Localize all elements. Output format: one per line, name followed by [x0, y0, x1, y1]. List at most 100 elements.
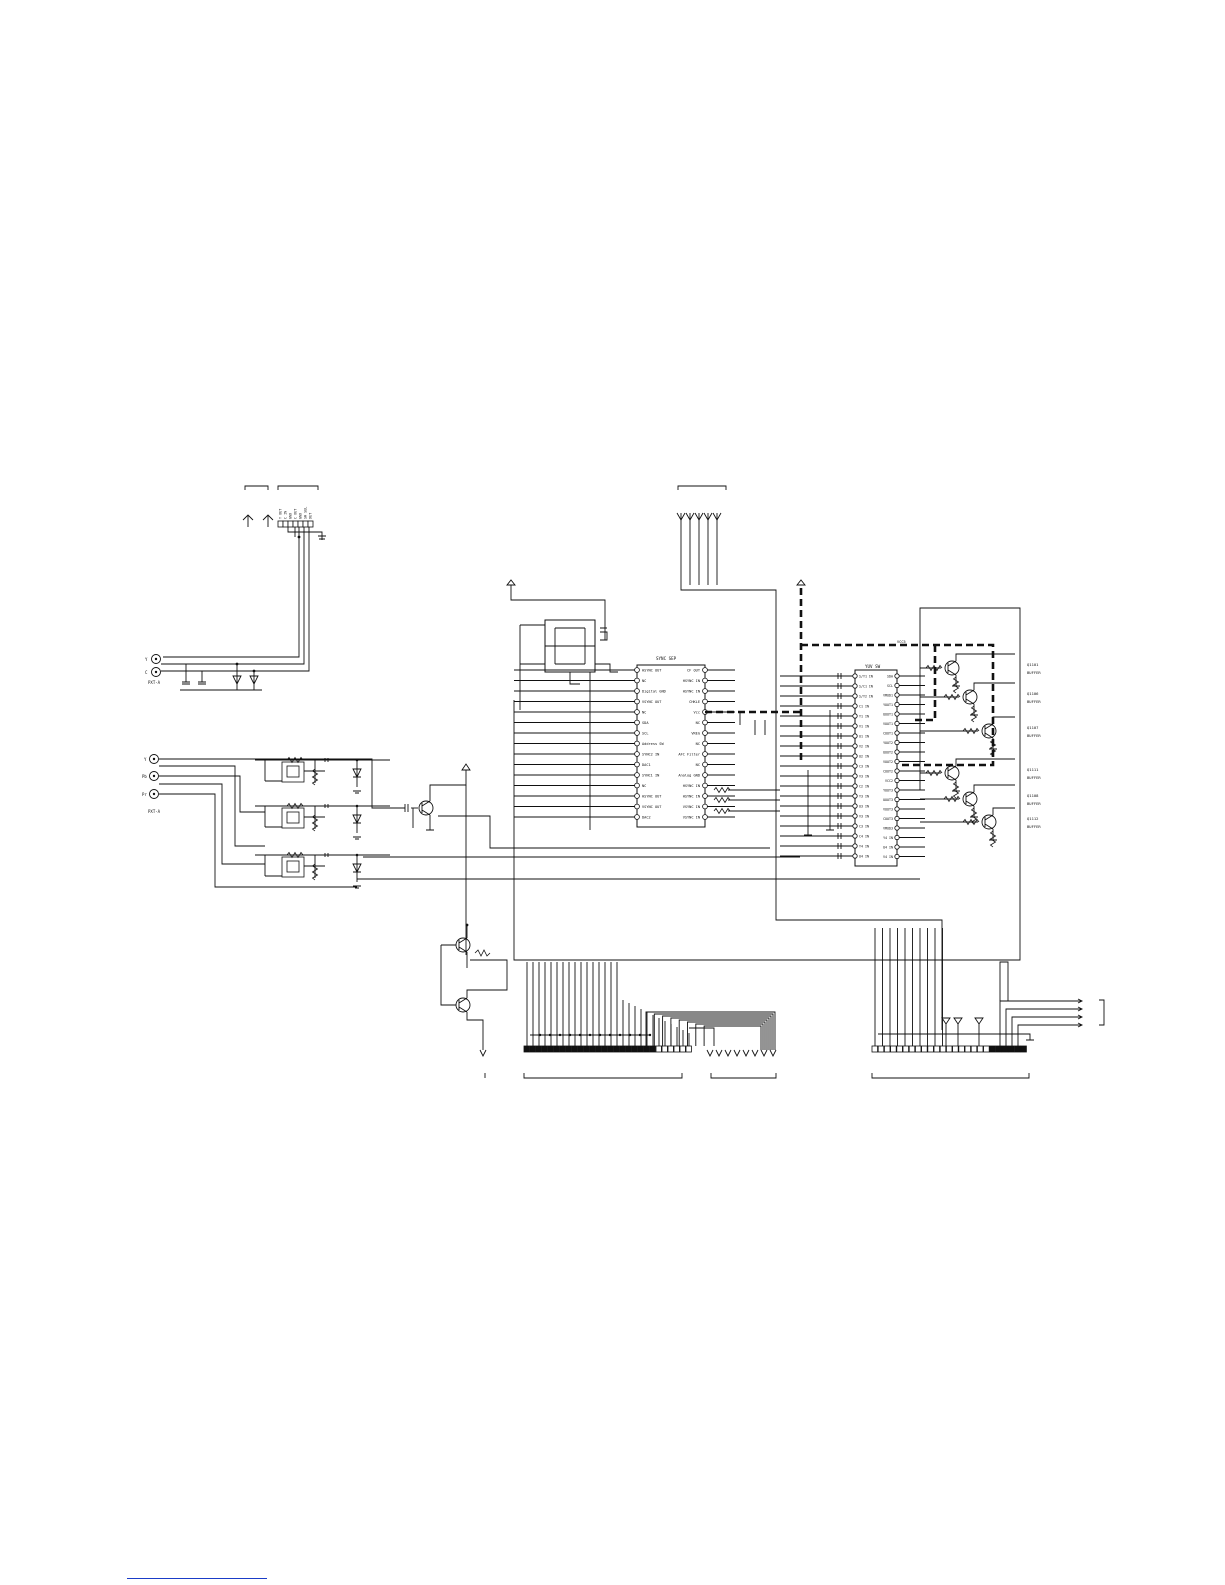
sync-ic-pin-left: HSYNC OUT	[642, 669, 662, 673]
sync-ic-pin-left: DAC1	[642, 763, 651, 767]
yuv-ic-pin-left: U4 IN	[859, 854, 869, 858]
yuv-ic-pin-right: UOUT2	[883, 750, 893, 754]
vcc5-rail: VCC5	[705, 579, 995, 767]
bottom-brackets	[484, 999, 1105, 1079]
sync-ic-pin-right: VREG	[691, 732, 700, 736]
yuv-ic-pin-right: Y4 IN	[883, 836, 893, 840]
buffer-text-label: BUFFER	[1027, 775, 1041, 780]
yuv-ic-pin-left: C3 IN	[859, 764, 869, 768]
bottom-connector-a	[523, 962, 777, 1058]
sync-clamp-stage	[357, 763, 920, 955]
sync-ic-pin-right: HSYNC IN	[683, 679, 700, 683]
yuv-ic-pin-left: S/Y1 IN	[859, 674, 873, 678]
sync-ic-pin-right: CF OUT	[687, 669, 701, 673]
footer-underline[interactable]	[127, 1578, 267, 1579]
sync-ic-pin-right: Analog GND	[678, 774, 700, 778]
connector-left-label: DET	[309, 513, 313, 519]
sync-separator-ic: SYNC SEP HSYNC OUT NC Digital GND VSYNC OUT…	[514, 656, 780, 828]
buffer-ref-label: Q1106	[1027, 691, 1039, 696]
sync-ic-pin-right: HSYNC IN	[683, 690, 700, 694]
sync-ic-pin-right: HSYNC IN	[683, 795, 700, 799]
component-jack-label: PXT-A	[148, 809, 161, 814]
lower-buffer-transistors	[440, 923, 508, 1058]
connector-left-label: C IN	[284, 511, 288, 519]
buffer-ref-label: Q1111	[1027, 767, 1039, 772]
sync-ic-pin-left: Address SW	[642, 742, 664, 746]
yuv-ic-pin-right: YOUT1	[883, 703, 893, 707]
yuv-ic-pin-left: Y3 IN	[859, 794, 869, 798]
buffer-text-label: BUFFER	[1027, 733, 1041, 738]
yuv-ic-pin-left: C4 IN	[859, 834, 869, 838]
component-jack: Y Pb Pr PXT-A	[142, 754, 405, 888]
yuv-ic-pin-left: V3 IN	[859, 814, 869, 818]
yuv-ic-pin-left: V3 IN	[859, 774, 869, 778]
vcc5-label: VCC5	[897, 640, 906, 644]
sync-ic-pin-right: AFC Filter	[678, 753, 700, 757]
sync-ic-pin-right: NC	[696, 721, 700, 725]
yuv-ic-pin-right: YOUT3	[883, 788, 893, 792]
yuv-ic-pin-right: UOUT3	[883, 798, 893, 802]
yuv-ic-pin-right: VOUT2	[883, 760, 893, 764]
buffer-ref-label: Q1108	[1027, 793, 1039, 798]
sync-ic-pin-left: SYNC1 IN	[642, 774, 659, 778]
sync-ic-pin-left: VSYNC OUT	[642, 700, 662, 704]
yuv-ic-pin-right: SDA	[887, 674, 893, 678]
sync-ic-pin-left: HSYNC OUT	[642, 795, 662, 799]
sync-ic-pin-left: NC	[642, 711, 646, 715]
yuv-ic-pin-right: VMOD3	[883, 826, 893, 830]
svideo-jack-label: PXT-A	[148, 680, 161, 685]
sync-ic-pin-right: CHKLE	[689, 700, 700, 704]
buffer-text-label: BUFFER	[1027, 824, 1041, 829]
sync-ic-pin-left: SCL	[642, 732, 649, 736]
connector-left-label: GND	[299, 513, 303, 519]
yuv-ic-pin-right: COUT2	[883, 769, 893, 773]
yuv-ic-pin-left: V2 IN	[859, 744, 869, 748]
yuv-ic-pin-left: V1 IN	[859, 724, 869, 728]
sync-ic-pin-right: NC	[696, 742, 700, 746]
yuv-ic-pin-left: C3 IN	[859, 824, 869, 828]
yuv-ic-pin-right: VCC2	[885, 779, 893, 783]
sync-ic-pin-left: SDA	[642, 721, 649, 725]
input-filter-stages	[255, 756, 390, 889]
yuv-ic-pin-left: Y1 IN	[859, 714, 869, 718]
yuv-ic-pin-right: V4 IN	[883, 855, 893, 859]
component-pin-y: Y	[144, 757, 147, 762]
connector-left-label: GND	[289, 513, 293, 519]
yuv-ic-pin-left: U3 IN	[859, 804, 869, 808]
connector-left-label: Y OUT	[279, 509, 283, 519]
yuv-ic-pin-right: YOUT2	[883, 741, 893, 745]
connector-left-label: SW SEL	[304, 507, 308, 519]
component-pin-pr: Pr	[142, 792, 147, 797]
sync-ic-pin-left: NC	[642, 679, 646, 683]
buffer-text-label: BUFFER	[1027, 801, 1041, 806]
yuv-ic-pin-left: U2 IN	[859, 754, 869, 758]
yuv-ic-pin-right: VOUT1	[883, 722, 893, 726]
svideo-jack: Y C PXT-A	[145, 654, 265, 691]
bottom-connector-b	[871, 928, 1084, 1053]
sync-ic-pin-left: Digital GND	[642, 690, 666, 694]
sync-ic-pin-right: NC	[696, 763, 700, 767]
output-buffers: Q1101BUFFERQ1106BUFFERQ1107BUFFERQ1111BU…	[920, 653, 1041, 848]
sync-ic-title: SYNC SEP	[656, 656, 677, 661]
sync-ic-pin-right: VSYNC IN	[683, 805, 700, 809]
sync-ic-area	[506, 579, 1021, 961]
svideo-pin-c: C	[145, 670, 148, 675]
yuv-ic-pin-left: S/Y2 IN	[859, 694, 873, 698]
buffer-ref-label: Q1101	[1027, 662, 1039, 667]
yuv-ic-pin-right: COUT1	[883, 731, 893, 735]
buffer-text-label: BUFFER	[1027, 699, 1041, 704]
buffer-text-label: BUFFER	[1027, 670, 1041, 675]
yuv-ic-pin-right: COUT3	[883, 817, 893, 821]
yuv-ic-pin-right: VOUT3	[883, 807, 893, 811]
yuv-ic-title: YUV SW	[865, 664, 881, 669]
sync-ic-pin-right: Vcc	[694, 711, 701, 715]
yuv-ic-pin-right: SCL	[887, 684, 893, 688]
sync-ic-pin-left: DAC2	[642, 816, 651, 820]
yuv-ic-pin-right: UOUT1	[883, 712, 893, 716]
sync-ic-pin-left: SYNC2 IN	[642, 753, 659, 757]
yuv-ic-pin-right: U4 IN	[883, 845, 893, 849]
yuv-ic-pin-left: Y4 IN	[859, 844, 869, 848]
